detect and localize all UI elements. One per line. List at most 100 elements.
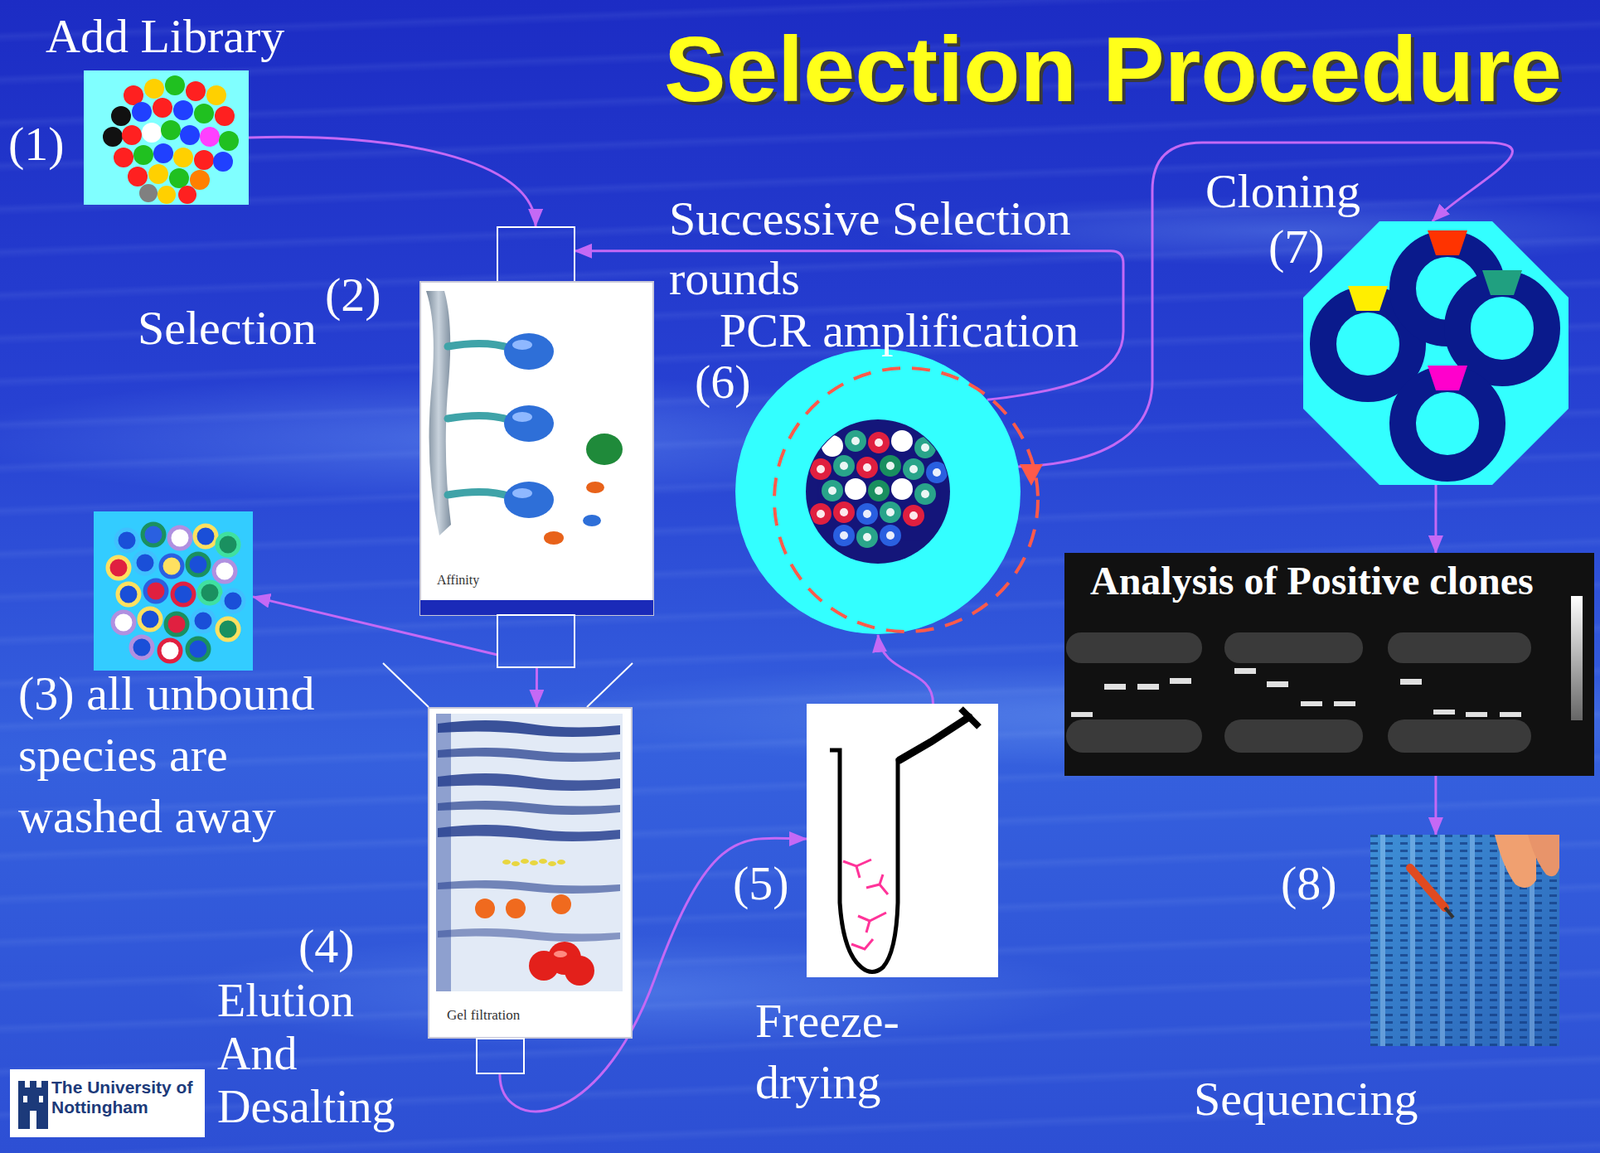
svg-ellipse: [582, 514, 602, 527]
svg-rect: [1266, 681, 1289, 688]
svg-path: [447, 343, 511, 349]
flow-arrow: [1434, 775, 1437, 835]
svg-rect: [1433, 709, 1455, 715]
svg-path: [1444, 907, 1454, 918]
svg-circle: [839, 531, 849, 540]
svg-g: [1066, 632, 1532, 753]
svg-rect: [1570, 596, 1583, 721]
svg-circle: [169, 527, 191, 549]
svg-path: [1410, 867, 1445, 908]
svg-circle: [564, 955, 595, 986]
gel-filtration-column: Elution And DesaltingGel filtration: [427, 707, 633, 1075]
svg-circle: [902, 458, 925, 480]
svg-circle: [164, 75, 185, 96]
svg-circle: [805, 419, 951, 564]
flow-arrow: [877, 635, 934, 704]
pcr-art: [734, 348, 1022, 636]
svg-rect: [1440, 834, 1445, 1047]
svg-path: [851, 939, 873, 950]
svg-path: [843, 859, 872, 878]
svg-rect: [420, 600, 654, 616]
svg-circle: [165, 613, 188, 636]
svg-circle: [863, 509, 872, 519]
svg-g: [437, 720, 621, 942]
svg-circle: [206, 85, 227, 106]
svg-ellipse: [543, 531, 564, 545]
svg-circle: [213, 151, 233, 172]
svg-rect: [1066, 632, 1203, 664]
svg-circle: [856, 503, 878, 525]
svg-g: [843, 859, 888, 950]
svg-path: [899, 717, 970, 761]
svg-circle: [130, 636, 153, 659]
svg-rect: [436, 713, 623, 992]
svg-rect: [428, 707, 632, 1038]
step-label: Freeze- drying: [755, 990, 946, 1114]
svg-circle: [844, 478, 867, 500]
svg-circle: [131, 101, 152, 122]
svg-circle: [121, 125, 142, 146]
svg-path: [447, 415, 511, 421]
svg-ellipse: [553, 950, 568, 958]
svg-circle: [187, 553, 209, 576]
university-logo: [9, 1069, 205, 1138]
svg-circle: [926, 461, 948, 484]
pcr-circle: PCR amplification: [734, 348, 1022, 636]
callout-number: (2): [324, 265, 400, 325]
svg-g: [475, 894, 572, 919]
svg-g: [1071, 668, 1522, 718]
library-image: Add Library: [83, 70, 249, 205]
svg-circle: [874, 438, 883, 447]
svg-circle: [851, 436, 860, 446]
svg-circle: [189, 169, 210, 190]
svg-circle: [1457, 283, 1547, 374]
svg-ellipse: [512, 412, 533, 422]
svg-line: [383, 663, 429, 708]
svg-circle: [863, 463, 872, 472]
svg-circle: [217, 618, 239, 640]
svg-ellipse: [529, 860, 539, 866]
svg-circle: [116, 529, 138, 552]
svg-polygon: [1427, 230, 1468, 256]
svg-ellipse: [504, 481, 554, 519]
svg-path: [447, 491, 511, 497]
svg-rect: [1224, 632, 1363, 664]
svg-circle: [816, 509, 825, 519]
svg-circle: [160, 120, 181, 141]
svg-circle: [117, 583, 140, 606]
svg-ellipse: [511, 861, 520, 867]
svg-rect: [1066, 719, 1203, 753]
svg-rect: [1499, 712, 1522, 718]
sequencing-photo-art: [1370, 834, 1560, 1047]
svg-circle: [194, 525, 217, 548]
svg-rect: [9, 1069, 205, 1138]
svg-circle: [816, 465, 825, 474]
svg-circle: [153, 143, 174, 164]
svg-polygon: [1482, 270, 1523, 296]
svg-circle: [141, 122, 162, 143]
svg-circle: [902, 504, 925, 527]
tube-box: Freeze- drying: [806, 703, 999, 978]
callout-number: (7): [1268, 217, 1344, 277]
svg-circle: [909, 465, 918, 474]
svg-circle: [874, 486, 883, 495]
logo-text: The University of Nottingham: [51, 1077, 205, 1118]
svg-circle: [735, 349, 1021, 635]
svg-circle: [152, 97, 173, 118]
svg-rect: [420, 281, 654, 616]
svg-circle: [134, 552, 156, 574]
svg-circle: [897, 436, 907, 446]
svg-circle: [809, 503, 832, 525]
svg-ellipse: [520, 858, 529, 864]
svg-circle: [879, 524, 902, 547]
svg-ellipse: [502, 859, 511, 865]
svg-rect: [1465, 712, 1488, 718]
svg-circle: [199, 126, 220, 147]
svg-rect: [1400, 678, 1422, 685]
svg-rect: [29, 1110, 37, 1130]
svg-g: [447, 343, 511, 497]
svg-circle: [107, 557, 130, 579]
svg-circle: [172, 583, 194, 606]
step-label: Cloning: [1205, 161, 1388, 222]
